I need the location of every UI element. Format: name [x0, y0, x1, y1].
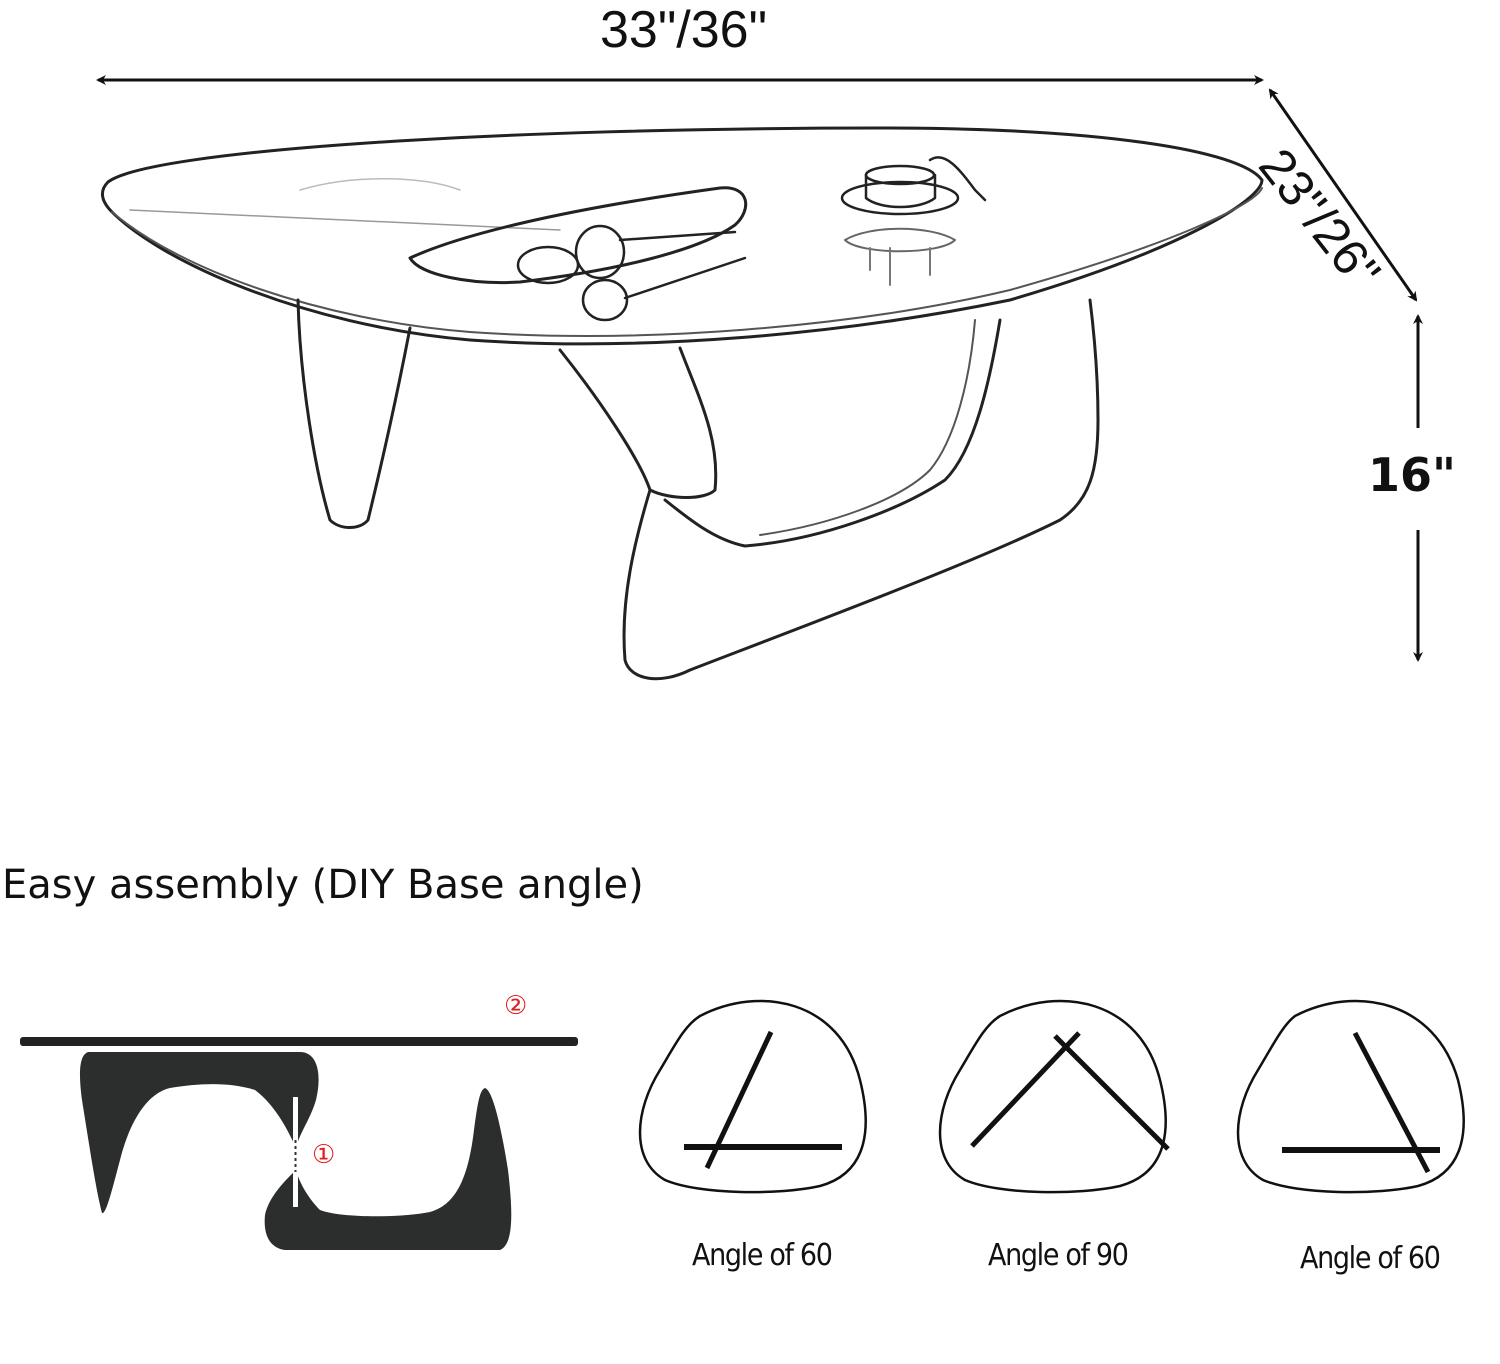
angle-option-shape-90 [938, 999, 1170, 1194]
assembly-base-piece-left [80, 1052, 319, 1214]
angle-option-label-1: Angle of 60 [692, 1238, 833, 1273]
angle-option-shape-60-right [1236, 999, 1465, 1194]
assembly-glass-top [20, 1037, 578, 1046]
step-marker-2-icon: ② [504, 991, 528, 1021]
assembly-joint-pin [293, 1097, 298, 1207]
step-marker-1-icon: ① [312, 1140, 336, 1170]
angle-option-label-2: Angle of 90 [988, 1238, 1129, 1273]
coffee-table-sketch [101, 126, 1264, 681]
depth-dimension-arrow [1268, 88, 1418, 302]
assembly-section-title: Easy assembly (DIY Base angle) [2, 862, 644, 908]
angle-option-label-3: Angle of 60 [1300, 1241, 1441, 1276]
width-dimension-label: 33"/36" [600, 1, 768, 59]
height-dimension-label: 16" [1368, 448, 1456, 502]
angle-option-shape-60-left [638, 999, 867, 1194]
assembly-base-piece-right [264, 1088, 512, 1250]
